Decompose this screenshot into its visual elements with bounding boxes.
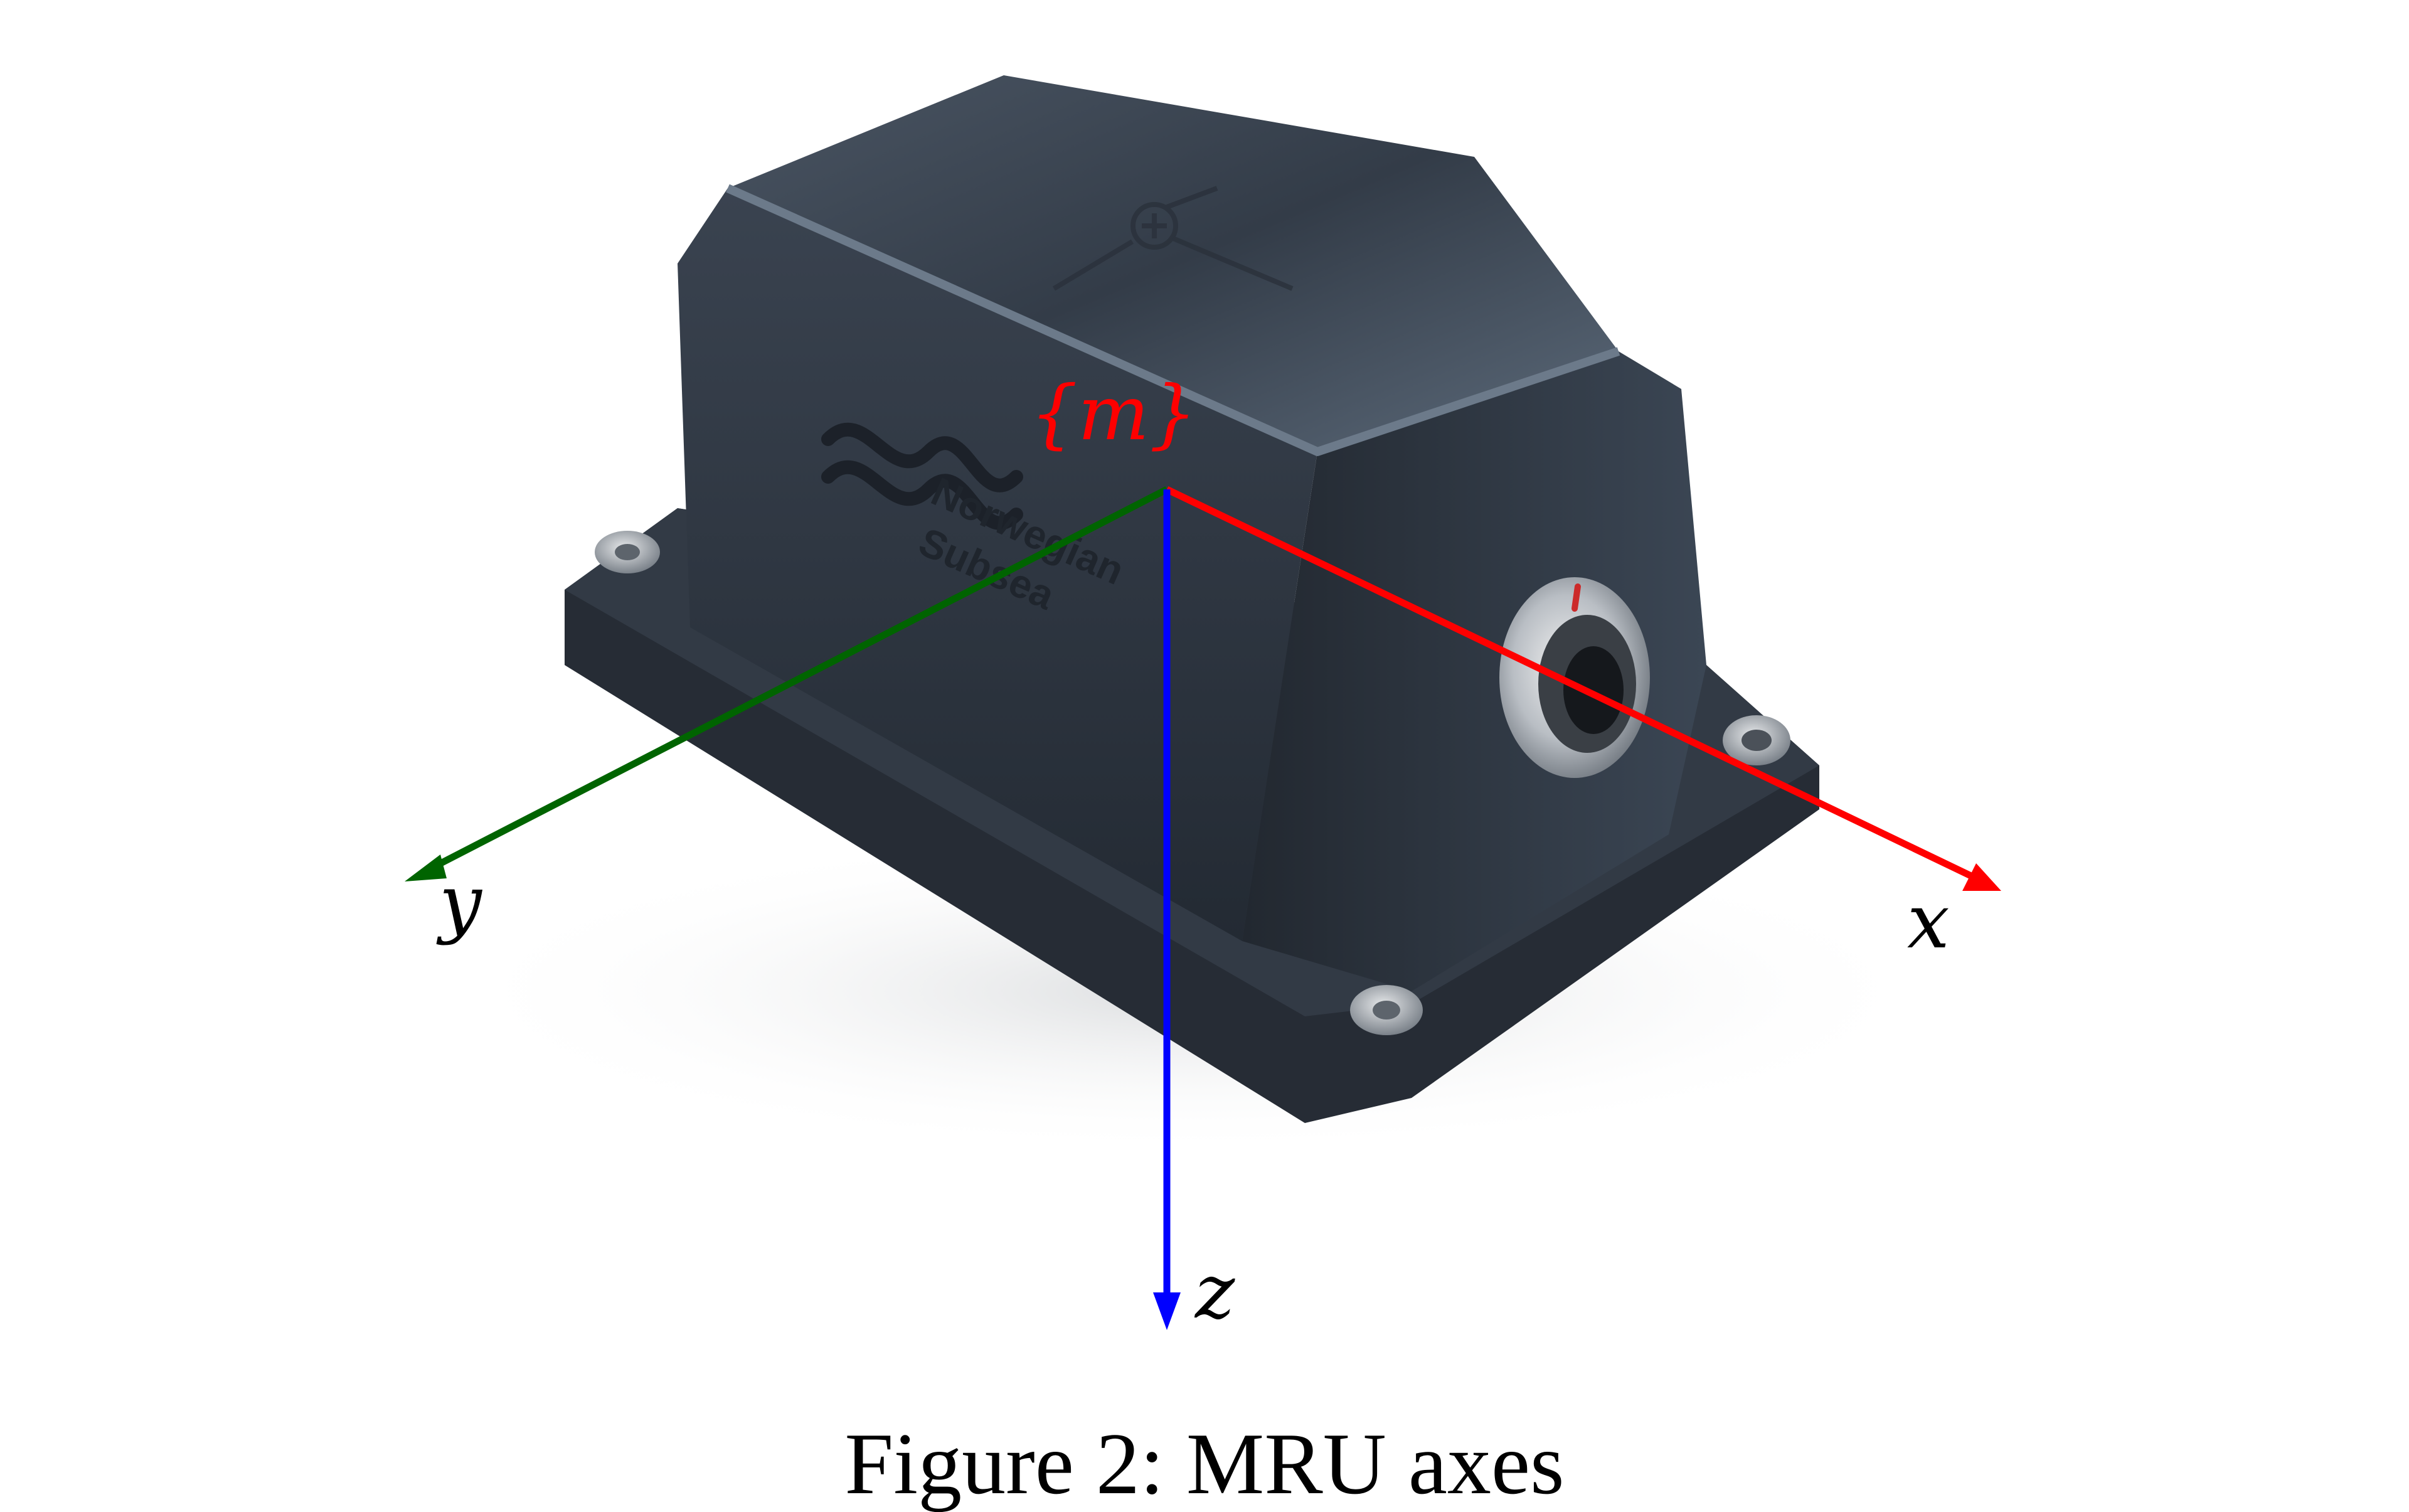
axes: x y z {m} [405, 370, 2001, 1336]
screw-back-left [595, 531, 660, 573]
norwegian-subsea-logo [821, 422, 1023, 530]
z-axis-label: z [1194, 1248, 1235, 1336]
device-end-face [1242, 351, 1706, 991]
device-edge-highlight [726, 184, 1620, 456]
x-axis-line [1165, 486, 1978, 881]
connector [1499, 577, 1650, 778]
device-long-side [678, 188, 1317, 941]
mru-device: Norwegian Subsea [439, 75, 1945, 1154]
screw-front [1350, 985, 1423, 1035]
frame-label: {m} [1030, 370, 1197, 457]
x-axis-arrowhead [1962, 863, 2001, 891]
y-axis-arrowhead [405, 854, 447, 881]
figure-caption: Figure 2: MRU axes [844, 1415, 1564, 1512]
y-axis-label: y [436, 860, 483, 947]
x-axis-label: x [1907, 878, 1950, 966]
z-axis-arrowhead [1153, 1292, 1181, 1330]
device-top-face [728, 75, 1619, 452]
y-axis-line [428, 486, 1169, 872]
screw-right [1723, 715, 1790, 765]
embossed-axes-marking [1052, 186, 1294, 291]
